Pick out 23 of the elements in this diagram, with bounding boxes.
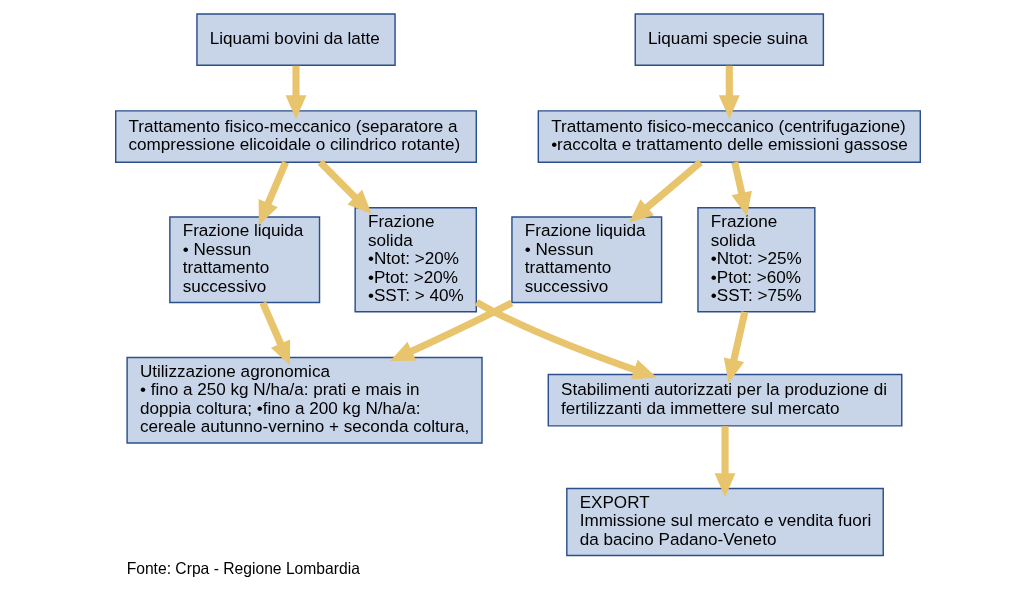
node-box: Frazione liquida • Nessun trattamento successivo xyxy=(169,216,321,304)
node-box: Trattamento fisico-meccanico (centrifugazione) •raccolta e trattamento delle emissioni gassose xyxy=(537,110,921,163)
arrow xyxy=(714,426,736,498)
arrow xyxy=(629,159,703,223)
node-box: Frazione solida •Ntot: >25% •Ptot: >60% •SST: >75% xyxy=(697,207,816,313)
arrow xyxy=(390,299,514,362)
arrow xyxy=(258,160,289,226)
node-box: Liquami bovini da latte xyxy=(196,13,396,66)
node-box: Trattamento fisico-meccanico (separatore a compressione elicoidale o cilindrico rotante) xyxy=(115,110,478,163)
node-box: EXPORT Immissione sul mercato e vendita fuori da bacino Padano-Veneto xyxy=(566,487,884,557)
node-box: Liquami specie suina xyxy=(634,13,825,66)
node-box: Frazione solida •Ntot: >20% •Ptot: >20% •SST: > 40% xyxy=(354,207,478,313)
node-box: Frazione liquida • Nessun trattamento successivo xyxy=(511,216,663,304)
arrow xyxy=(723,311,749,383)
arrow xyxy=(718,65,740,120)
node-box: Stabilimenti autorizzati per la produzione di fertilizzanti da immettere sul mercato xyxy=(547,373,903,427)
caption: Fonte: Crpa - Regione Lombardia xyxy=(126,559,360,577)
arrow xyxy=(731,161,752,217)
arrow xyxy=(317,159,372,214)
arrow xyxy=(285,65,307,120)
arrow xyxy=(474,299,657,380)
node-box: Utilizzazione agronomica • fino a 250 kg N/ha/a: prati e mais in doppia coltura; •fino a 200 kg N/ha/a: cereale autunno-vernino + seconda coltura, xyxy=(126,356,483,444)
arrow xyxy=(259,301,291,366)
